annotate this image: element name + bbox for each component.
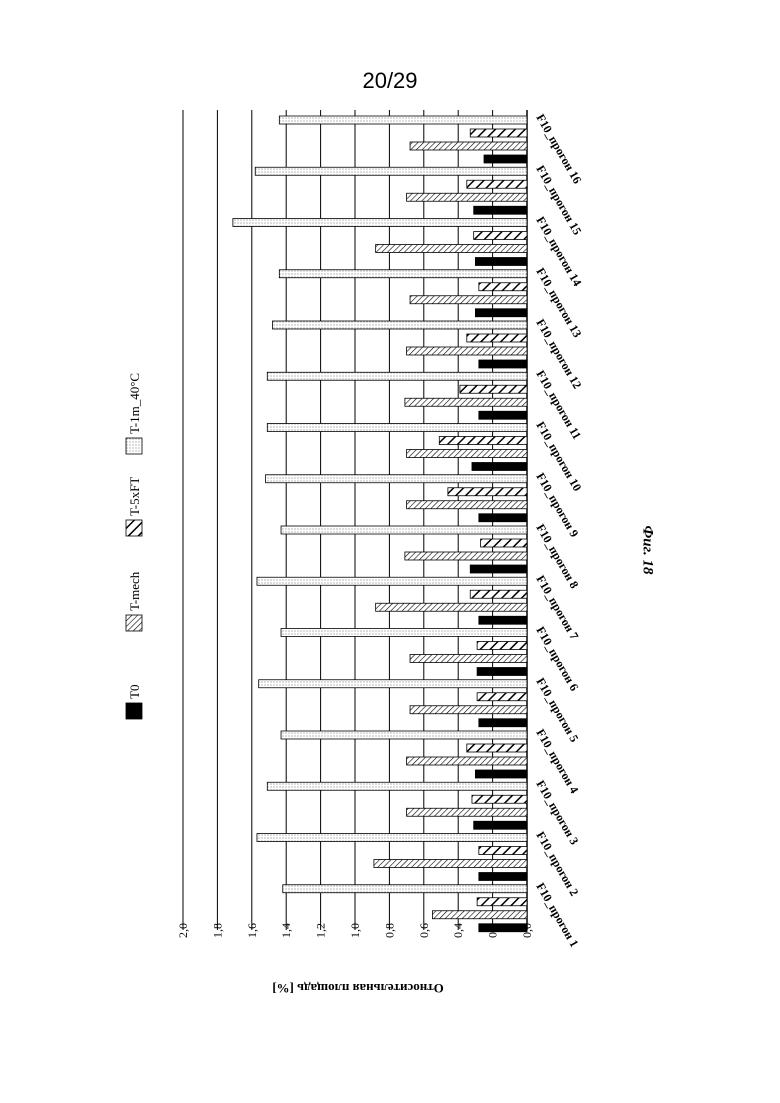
bar-t-5xft-9 — [448, 488, 527, 496]
bar-t-5xft-11 — [460, 385, 527, 393]
legend-label: T-1m_40°C — [127, 373, 142, 434]
bar-t-mech-13 — [410, 296, 527, 304]
bar-t0-12 — [479, 360, 527, 368]
bar-t-1m-40-c-11 — [267, 372, 527, 380]
legend-label: T0 — [127, 685, 142, 699]
legend-swatch-4 — [126, 438, 142, 454]
figure-caption: Фиг. 18 — [639, 526, 656, 575]
tick-label: 2,0 — [176, 923, 190, 938]
tick-label: 1,6 — [245, 923, 259, 938]
bar-t-5xft-10 — [439, 437, 527, 445]
bar-t-1m-40-c-12 — [272, 321, 527, 329]
tick-label: 0,8 — [382, 923, 396, 938]
bar-t-5xft-15 — [467, 180, 527, 188]
bar-t-1m-40-c-6 — [281, 629, 527, 637]
tick-label: 1,2 — [314, 923, 328, 938]
bar-t-5xft-13 — [479, 283, 527, 291]
bar-t-mech-15 — [407, 193, 527, 201]
bar-t-mech-10 — [407, 450, 527, 458]
bar-t-1m-40-c-9 — [266, 475, 527, 483]
bar-t-mech-11 — [405, 398, 527, 406]
bar-t0-7 — [479, 616, 527, 624]
bar-t-1m-40-c-1 — [283, 885, 527, 893]
bar-t0-13 — [475, 309, 527, 317]
tick-label: 1,4 — [279, 923, 293, 938]
bar-t-mech-9 — [407, 501, 527, 509]
bar-t-1m-40-c-13 — [279, 270, 527, 278]
tick-label: 0,2 — [486, 923, 500, 938]
bar-t-1m-40-c-8 — [281, 526, 527, 534]
bar-t-1m-40-c-15 — [255, 167, 527, 175]
bar-t0-2 — [479, 873, 527, 881]
bar-t0-14 — [475, 258, 527, 266]
bar-t0-4 — [475, 770, 527, 778]
tick-label: 0,0 — [520, 923, 534, 938]
bar-t-5xft-5 — [477, 693, 527, 701]
bar-t-5xft-14 — [474, 232, 527, 240]
bar-t0-11 — [479, 411, 527, 419]
bar-t-mech-16 — [410, 142, 527, 150]
bar-t-5xft-8 — [481, 539, 527, 547]
bar-t0-16 — [484, 155, 527, 163]
tick-label: 0,6 — [417, 923, 431, 938]
bar-t-mech-14 — [376, 245, 527, 253]
bar-t-1m-40-c-5 — [259, 680, 527, 688]
bar-t-5xft-2 — [479, 847, 527, 855]
bar-t-1m-40-c-7 — [257, 577, 527, 585]
bar-t-mech-4 — [407, 757, 527, 765]
bar-t-mech-6 — [410, 655, 527, 663]
legend-swatch-1 — [126, 703, 142, 719]
legend-label: T-5xFT — [127, 477, 142, 516]
bar-t-5xft-16 — [470, 129, 527, 137]
bar-t-mech-3 — [407, 808, 527, 816]
bar-t-5xft-4 — [467, 744, 527, 752]
bar-t0-15 — [474, 206, 527, 214]
category-labels: F10_прогон 1F10_прогон 2F10_прогон 3F10_… — [533, 112, 584, 950]
bar-t-mech-2 — [374, 860, 527, 868]
bar-t-1m-40-c-16 — [279, 116, 527, 124]
bar-t-5xft-1 — [477, 898, 527, 906]
bar-t-1m-40-c-10 — [267, 424, 527, 432]
legend-swatch-2 — [126, 615, 142, 631]
tick-label: 1,8 — [210, 923, 224, 938]
bar-t-mech-1 — [432, 911, 527, 919]
bar-t-1m-40-c-3 — [267, 782, 527, 790]
bar-t-mech-8 — [405, 552, 527, 560]
bar-t0-9 — [479, 514, 527, 522]
bar-t-5xft-12 — [467, 334, 527, 342]
bar-t-mech-5 — [410, 706, 527, 714]
bar-t-1m-40-c-4 — [281, 731, 527, 739]
legend-label: T-mech — [127, 571, 142, 611]
bars-layer — [233, 116, 527, 932]
bar-t-1m-40-c-2 — [257, 834, 527, 842]
bar-t0-8 — [470, 565, 527, 573]
bar-t0-10 — [472, 463, 527, 471]
bar-t-mech-12 — [407, 347, 527, 355]
legend: T0 T-mech T-5xFT T-1m_40°C — [126, 373, 142, 719]
bar-t0-5 — [479, 719, 527, 727]
bar-t0-6 — [477, 668, 527, 676]
bar-t0-3 — [474, 821, 527, 829]
bar-t-1m-40-c-14 — [233, 219, 527, 227]
legend-swatch-3 — [126, 520, 142, 536]
bar-t-5xft-7 — [470, 590, 527, 598]
bar-t-5xft-6 — [477, 642, 527, 650]
tick-label: 1,0 — [348, 923, 362, 938]
bar-t-5xft-3 — [472, 795, 527, 803]
bar-t-mech-7 — [376, 603, 527, 611]
tick-label: 0,4 — [451, 923, 465, 938]
axis-label: Относительная площадь [%] — [272, 981, 443, 996]
